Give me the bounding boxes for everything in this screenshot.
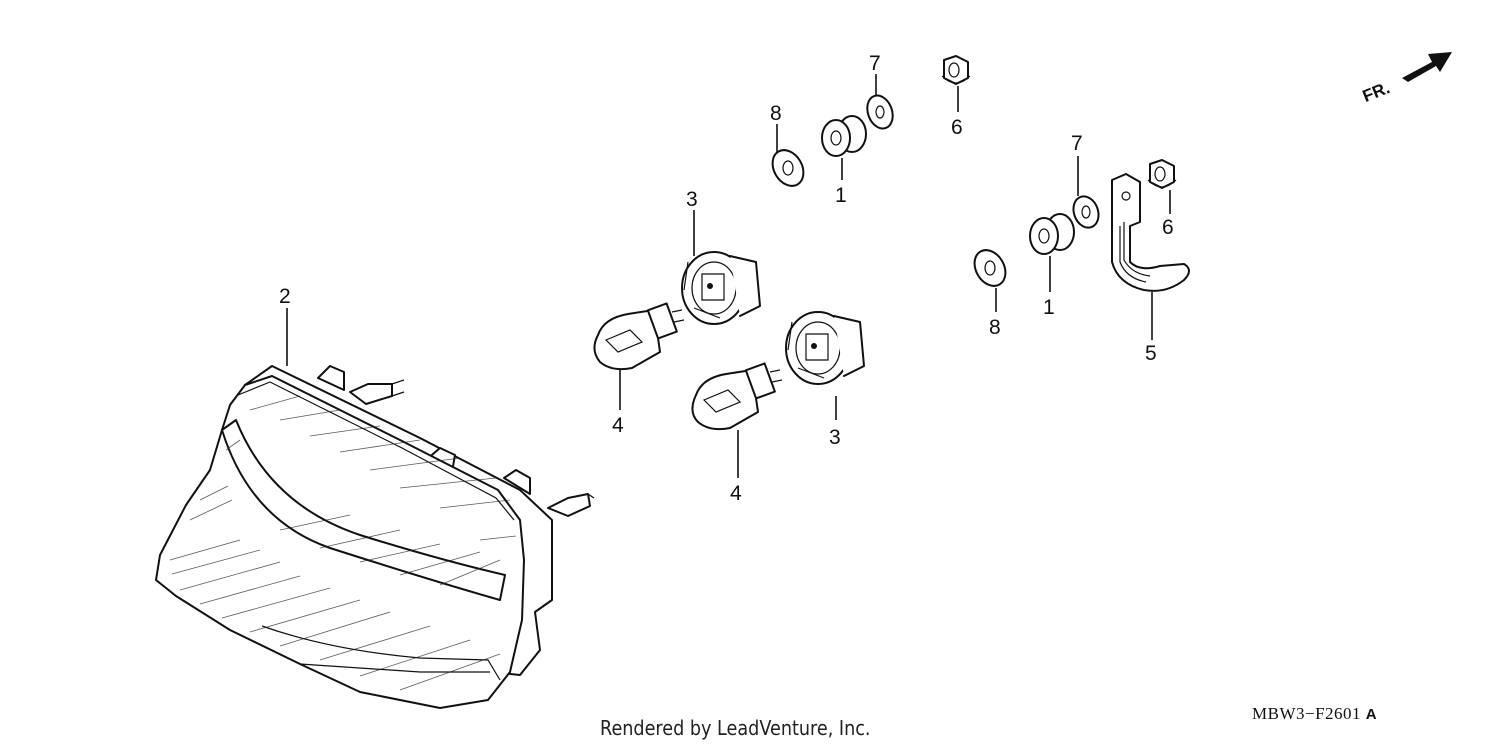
callout-bulb-lower: 4 xyxy=(730,482,742,505)
fr-label: FR. xyxy=(1360,78,1393,106)
direction-arrow-icon xyxy=(1402,52,1452,82)
grommet-lower xyxy=(1029,213,1075,255)
callout-nut-lower: 6 xyxy=(1162,216,1174,239)
callout-grommet-upper: 1 xyxy=(835,184,847,207)
callout-nut-upper: 6 xyxy=(951,116,963,139)
callout-socket-upper: 3 xyxy=(686,188,698,211)
callout-numbers: 2 1 1 3 3 4 4 5 6 6 7 7 8 8 xyxy=(279,52,1174,505)
washer-small-upper xyxy=(866,94,894,130)
callout-washer-small-upper: 7 xyxy=(869,52,881,75)
bulb-upper xyxy=(593,302,685,371)
footer-credit: Rendered by LeadVenture, Inc. xyxy=(600,716,871,740)
grommet-upper xyxy=(821,115,867,157)
stay-bracket xyxy=(1111,173,1190,292)
diagram-code-suffix: A xyxy=(1365,706,1378,723)
diagram-code: MBW3−F2601 A xyxy=(1252,704,1377,724)
washer-large-lower xyxy=(973,249,1007,287)
callout-tail-lamp-housing: 2 xyxy=(279,285,291,308)
callout-bulb-upper: 4 xyxy=(612,414,624,437)
callout-stay-bracket: 5 xyxy=(1145,342,1157,365)
callout-washer-small-lower: 7 xyxy=(1071,132,1083,155)
bulb-lower xyxy=(691,362,783,431)
callout-leaders xyxy=(286,74,1171,478)
socket-upper xyxy=(681,251,761,325)
tail-lamp-housing xyxy=(155,365,595,709)
callout-grommet-lower: 1 xyxy=(1043,296,1055,319)
washer-small-lower xyxy=(1072,195,1100,229)
nut-upper xyxy=(941,55,971,85)
nut-lower xyxy=(1147,159,1177,189)
front-direction-indicator: FR. xyxy=(1360,52,1452,106)
diagram-code-main: MBW3−F2601 xyxy=(1252,704,1362,723)
socket-lower xyxy=(785,311,865,385)
callout-socket-lower: 3 xyxy=(829,426,841,449)
washer-large-upper xyxy=(771,149,805,187)
callout-washer-large-lower: 8 xyxy=(989,316,1001,339)
callout-washer-large-upper: 8 xyxy=(770,102,782,125)
